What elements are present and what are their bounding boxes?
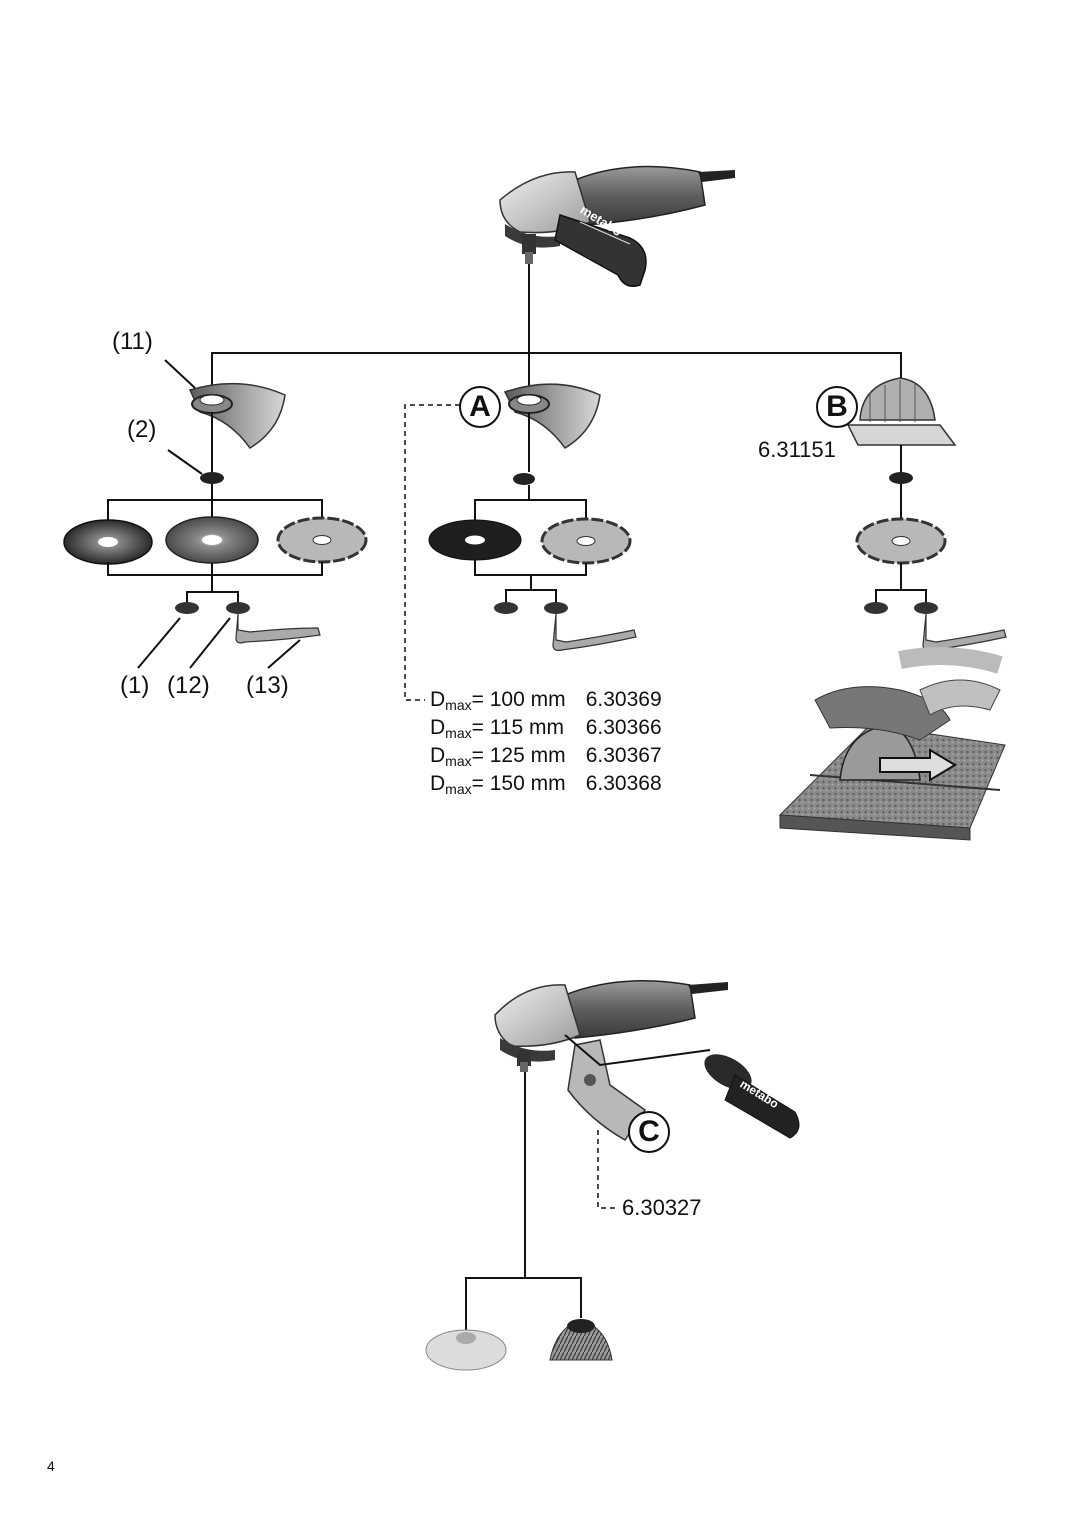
support-flange (200, 472, 224, 484)
support-plate (567, 1039, 647, 1141)
marker-a: A (459, 386, 501, 428)
ref-quick-nut: (12) (167, 672, 210, 699)
guard-middle (503, 383, 601, 449)
angle-grinder-bottom (494, 980, 728, 1072)
part-number-support-plate: 6.30327 (622, 1195, 702, 1220)
ref-guard: (11) (112, 328, 153, 355)
spanner (235, 613, 321, 644)
part-number-cutting-guard: 6.31151 (758, 437, 836, 462)
backing-pad (425, 1329, 507, 1371)
ref-flange-nut: (1) (120, 672, 150, 699)
guard-left (188, 382, 286, 449)
grinding-disc (63, 519, 153, 565)
flap-disc (165, 516, 259, 564)
ref-spanner: (13) (246, 672, 289, 699)
cutting-guard (846, 377, 957, 446)
marker-c: C (628, 1111, 670, 1153)
marker-b: B (816, 386, 858, 428)
cup-brush (549, 1319, 613, 1361)
side-handle (704, 1054, 800, 1139)
quick-nut (226, 602, 250, 614)
page-number: 4 (47, 1458, 55, 1474)
cutting-photo (778, 647, 1006, 841)
diamond-disc-right (855, 517, 947, 565)
diamond-disc-middle (540, 517, 632, 565)
angle-grinder-top (499, 165, 735, 287)
cutting-disc (428, 519, 522, 561)
clamping-nut (175, 602, 199, 614)
ref-flange: (2) (127, 416, 157, 443)
diamond-disc (276, 516, 368, 564)
